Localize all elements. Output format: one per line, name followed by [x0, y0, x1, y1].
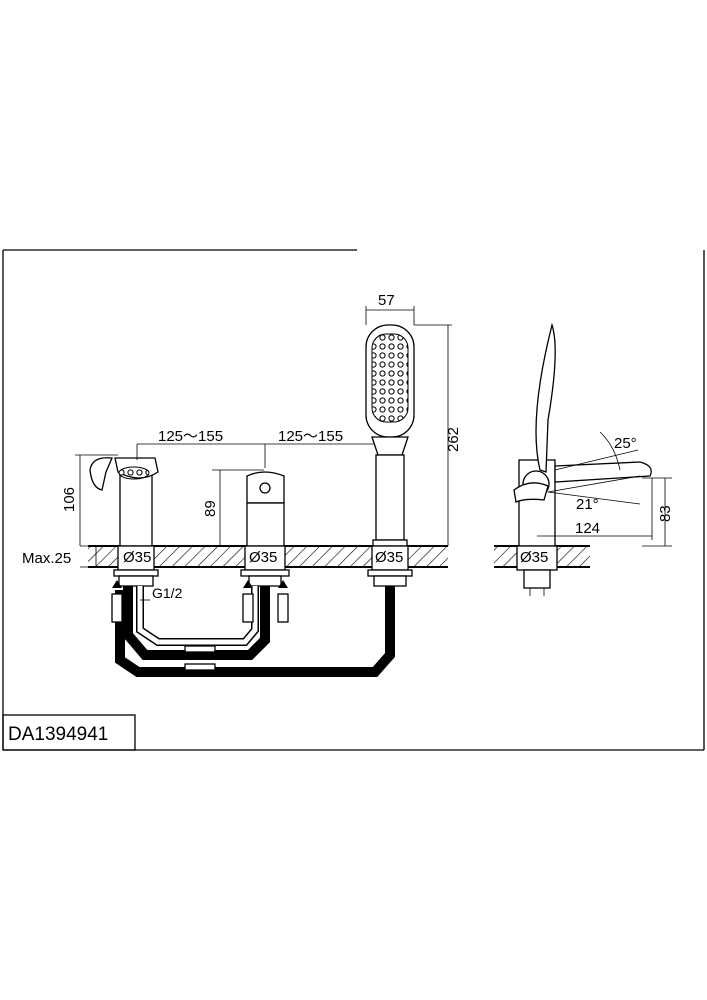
mixer-body: [240, 471, 290, 587]
lever-angle-down-label: 21°: [576, 496, 599, 513]
handshower-dimensions: 57 262: [365, 292, 462, 546]
side-height-label: 83: [657, 505, 674, 522]
spout: [89, 457, 159, 587]
deck-thickness-label: Max.25: [22, 550, 71, 567]
deck-thickness-dimension: Max.25: [22, 545, 122, 568]
side-view-dimensions: 25° 21° 83 124: [537, 431, 674, 547]
mixer-height-dimension: 89: [202, 469, 264, 546]
side-view-mixer: [513, 322, 652, 596]
hole-diameter-2: Ø35: [249, 549, 277, 566]
arrow-up-icon: [112, 580, 122, 588]
lever-angle-up-label: 25°: [614, 435, 637, 452]
mixer-height-label: 89: [202, 500, 219, 517]
supply-inlets: G1/2: [111, 580, 289, 623]
spout-height-label: 106: [61, 487, 78, 512]
spacing-dimensions: 125～155 125～155: [136, 428, 391, 468]
hole-diameter-1: Ø35: [123, 549, 151, 566]
model-code: DA1394941: [8, 724, 108, 745]
handshower-height-label: 262: [445, 427, 462, 452]
arrow-up-icon: [243, 580, 253, 588]
thread-label: G1/2: [152, 585, 183, 601]
hole-diameter-3: Ø35: [375, 549, 403, 566]
spout-height-dimension: 106: [61, 454, 118, 546]
spacing-1-label: 125～155: [158, 428, 223, 445]
hole-diameter-side: Ø35: [520, 549, 548, 566]
supply-hoses: [115, 586, 395, 677]
hand-shower: [365, 324, 415, 587]
handshower-width-label: 57: [378, 292, 395, 309]
title-block: DA1394941: [2, 714, 136, 751]
arrow-up-icon: [278, 580, 288, 588]
side-reach-label: 124: [575, 520, 600, 537]
spacing-2-label: 125～155: [278, 428, 343, 445]
